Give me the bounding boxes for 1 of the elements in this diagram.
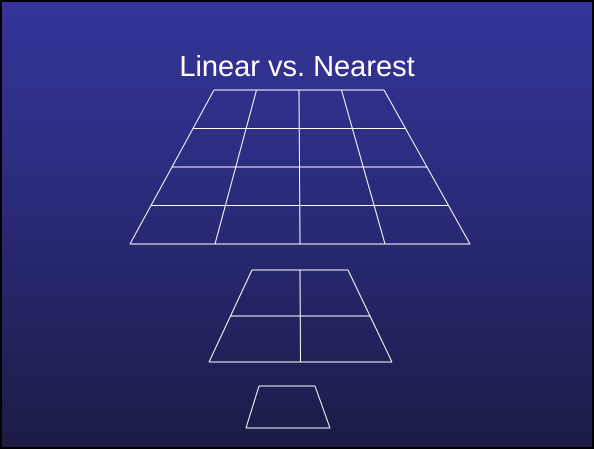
slide-title: Linear vs. Nearest	[178, 50, 416, 84]
